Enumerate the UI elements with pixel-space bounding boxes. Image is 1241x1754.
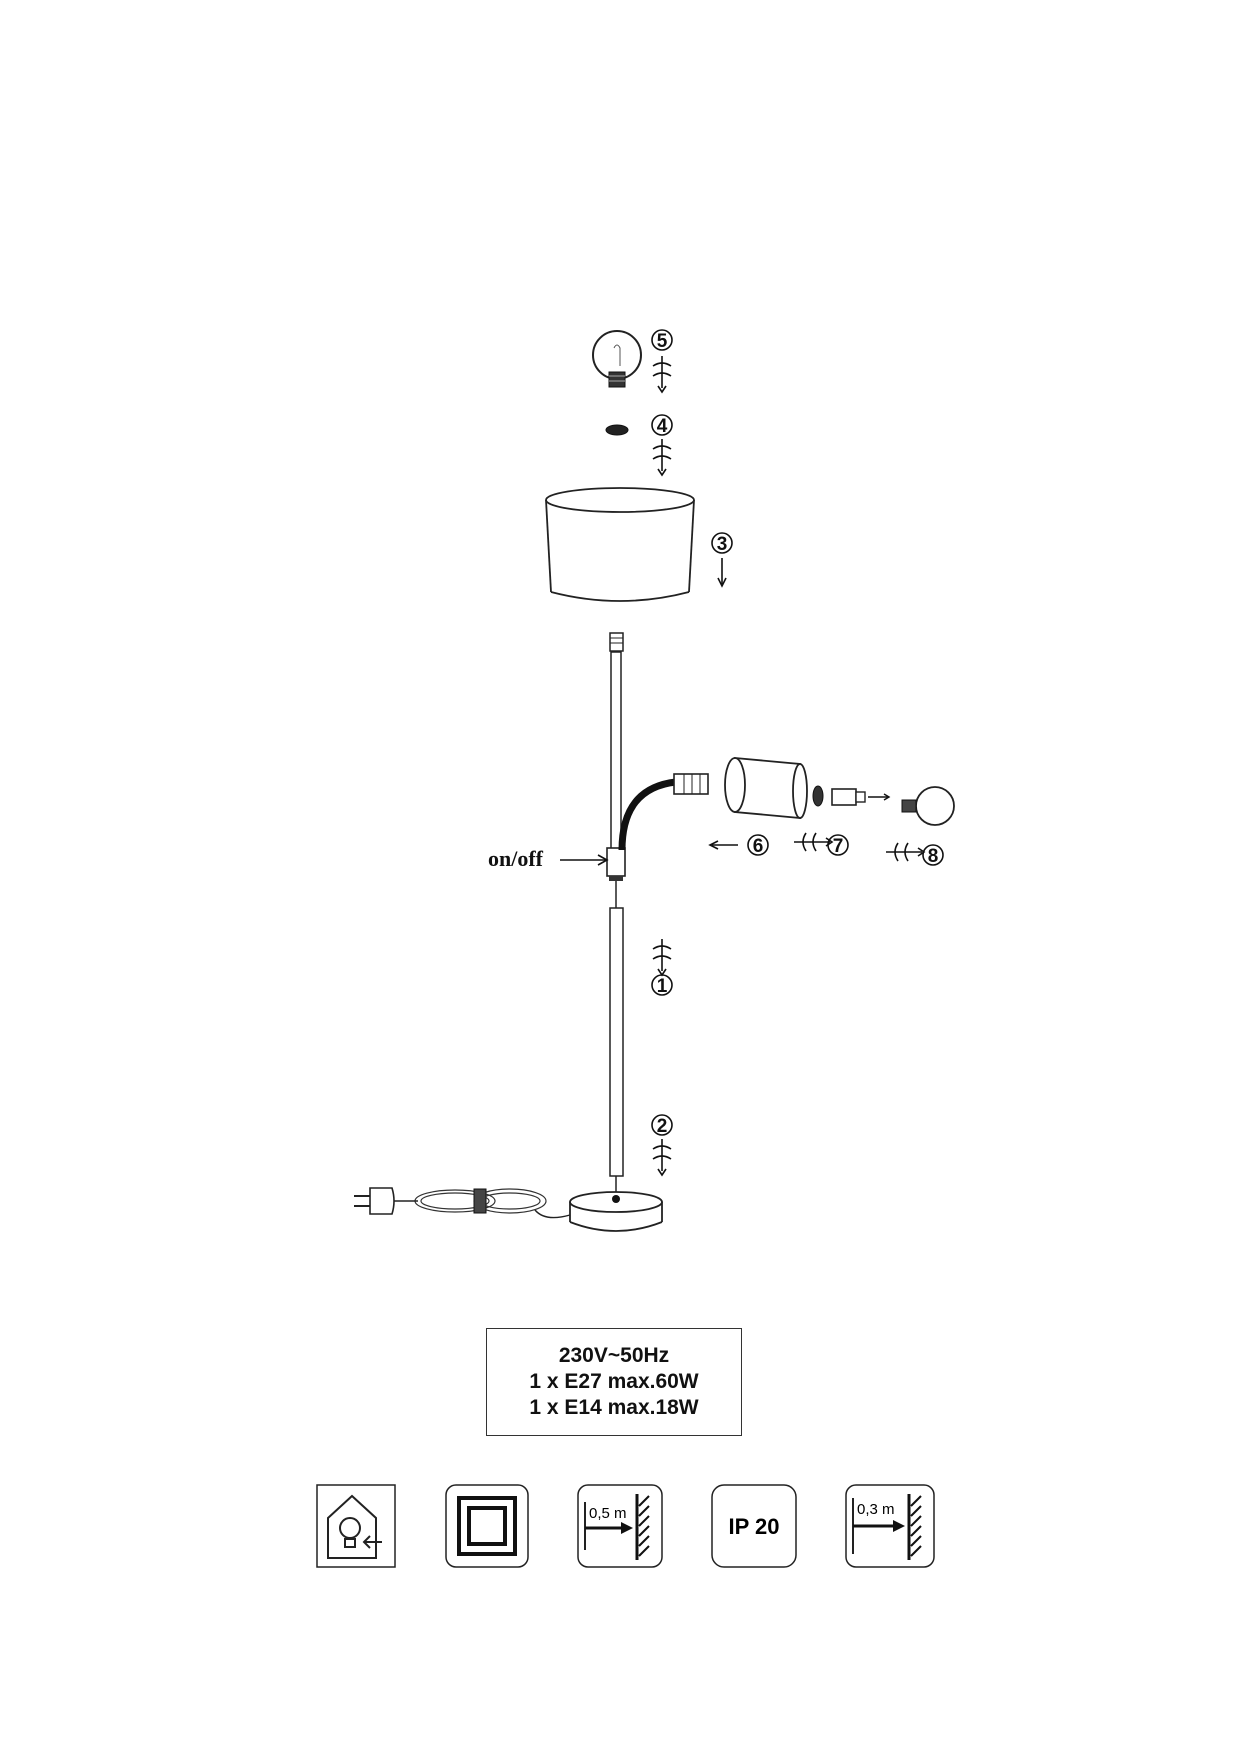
step-7-number: 7 <box>833 836 844 857</box>
distance-label: 0,3 m <box>857 1501 895 1518</box>
step-5-callout: 5 <box>651 329 673 352</box>
lamp-socket-sleeve <box>831 788 866 806</box>
step-1-number: 1 <box>657 976 668 997</box>
switch-joint <box>606 847 626 881</box>
on-off-callout: on/off <box>488 846 609 871</box>
step-4-number: 4 <box>657 416 668 437</box>
step-8-number: 8 <box>928 846 939 867</box>
ring-nut <box>605 424 629 436</box>
upper-pole <box>609 632 624 851</box>
step-4-callout: 4 <box>651 414 673 437</box>
rotate-arrow-icon <box>793 832 833 852</box>
distance-label: 0,5 m <box>589 1505 627 1522</box>
step-3-callout: 3 <box>711 532 733 555</box>
ip-rating-label: IP 20 <box>729 1514 780 1539</box>
step-7-callout: 7 <box>827 834 849 857</box>
lower-pole <box>609 881 624 1196</box>
small-ring-nut <box>812 785 824 807</box>
step-6-callout: 6 <box>747 834 769 857</box>
right-arrow-icon <box>868 793 891 801</box>
bulb-e14-icon <box>901 786 955 826</box>
step-2-callout: 2 <box>651 1114 673 1137</box>
electrical-specifications: 230V~50Hz 1 x E27 max.60W 1 x E14 max.18… <box>486 1328 742 1436</box>
rotate-arrow-icon <box>652 1138 672 1176</box>
small-lampshade <box>724 757 808 819</box>
lamp-base <box>569 1191 663 1232</box>
step-8-callout: 8 <box>922 844 944 867</box>
down-arrow-icon <box>717 558 727 588</box>
rotate-arrow-icon <box>652 355 672 393</box>
power-plug <box>354 1187 395 1215</box>
e27-bulb-spec: 1 x E27 max.60W <box>529 1370 699 1393</box>
ip-rating-icon: IP 20 <box>711 1484 797 1568</box>
power-cable <box>385 1188 571 1219</box>
e14-bulb-spec: 1 x E14 max.18W <box>529 1396 699 1419</box>
step-5-number: 5 <box>657 331 668 352</box>
rotate-arrow-icon <box>652 438 672 476</box>
bulb-e27-icon <box>592 330 642 388</box>
on-off-label: on/off <box>488 846 544 871</box>
indoor-use-icon <box>316 1484 396 1568</box>
step-3-number: 3 <box>717 534 728 555</box>
step-2-number: 2 <box>657 1116 668 1137</box>
voltage-spec: 230V~50Hz <box>558 1344 670 1367</box>
step-1-callout: 1 <box>651 974 673 997</box>
rotate-arrow-icon <box>652 938 672 976</box>
large-lampshade <box>545 487 695 602</box>
step-6-number: 6 <box>753 836 764 857</box>
protection-class-ii-icon <box>445 1484 529 1568</box>
left-arrow-icon <box>708 840 738 850</box>
rotate-arrow-icon <box>885 842 925 862</box>
min-distance-icon: 0,3 m <box>845 1484 935 1568</box>
min-distance-icon: 0,5 m <box>577 1484 663 1568</box>
flexible-reading-arm <box>618 773 709 851</box>
